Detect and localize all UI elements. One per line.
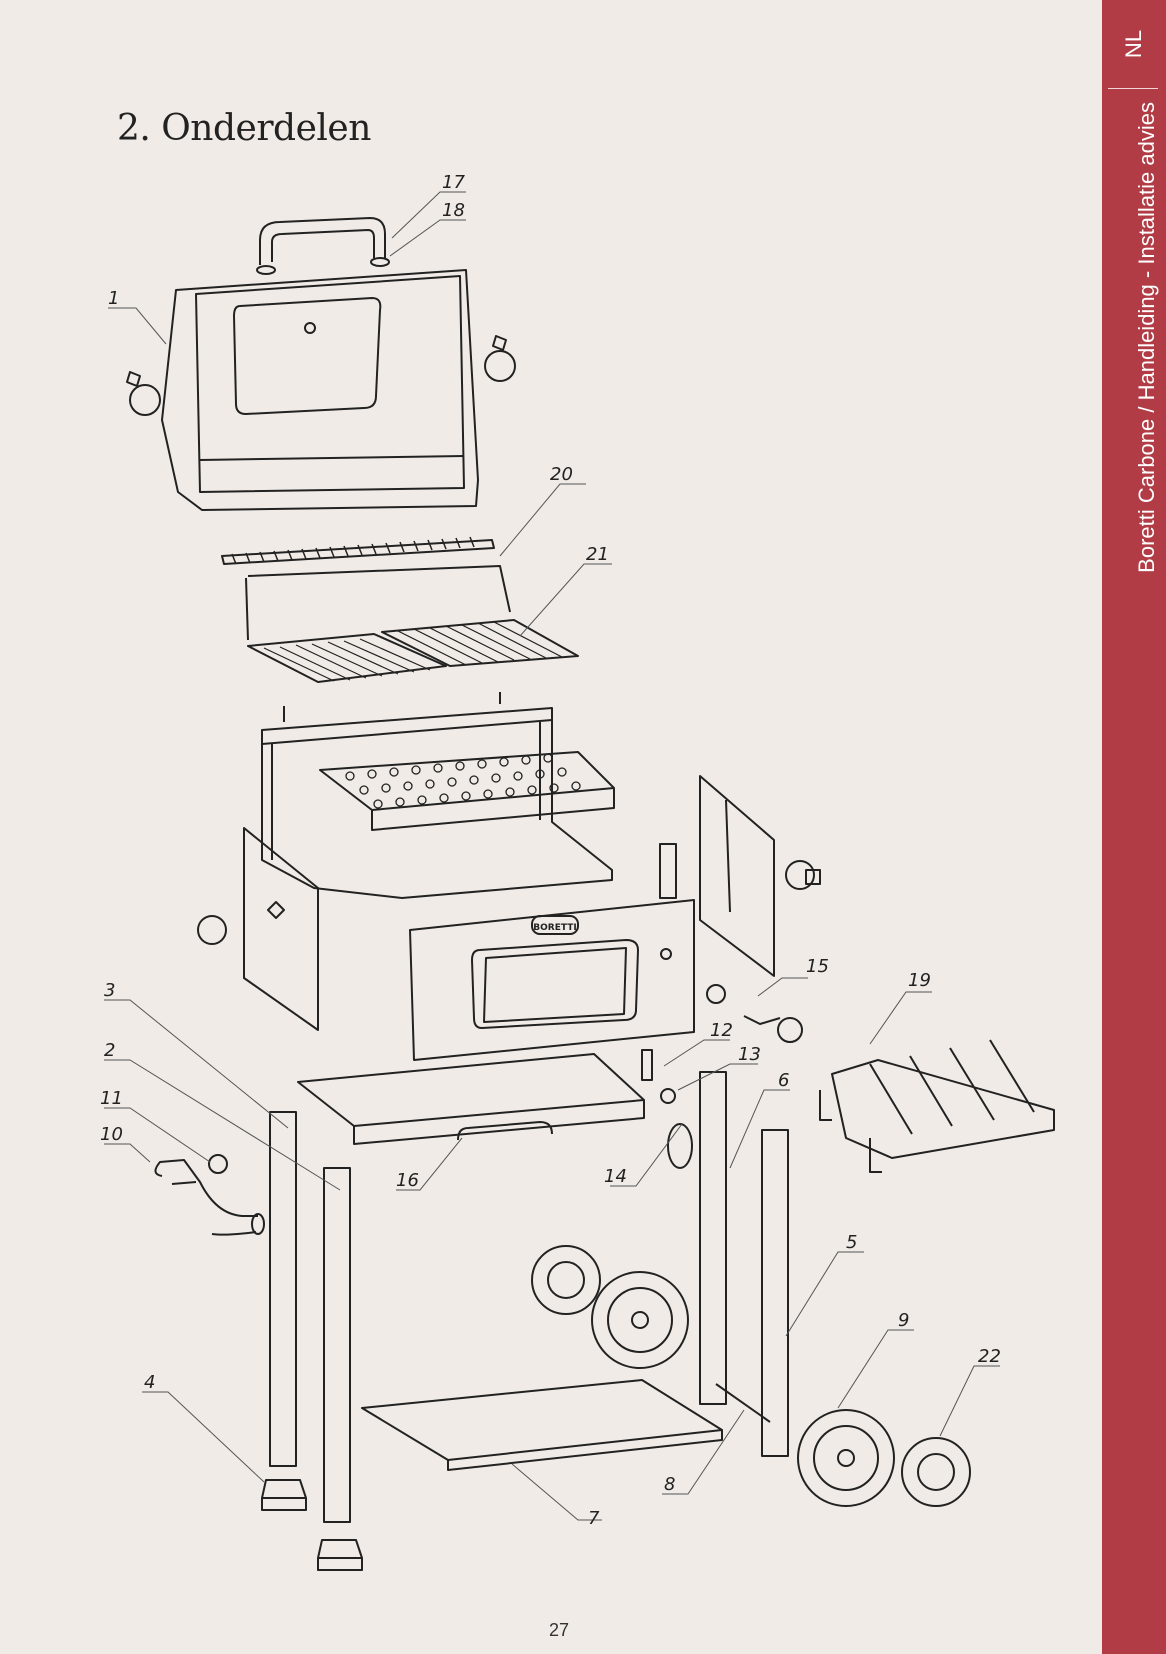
grill-grate-right: [381, 619, 579, 667]
bottom-shelf: [361, 1379, 723, 1461]
foot-left: [261, 1479, 307, 1499]
part-label-11: 11: [100, 1088, 123, 1109]
side-shelf: [831, 1059, 1055, 1159]
part-label-8: 8: [664, 1474, 675, 1495]
firebox: [261, 719, 613, 899]
left-side-panel: [243, 827, 319, 1031]
part-label-10: 10: [100, 1124, 123, 1145]
part-label-7: 7: [588, 1508, 600, 1529]
part-label-21: 21: [586, 544, 609, 565]
lid: [161, 269, 479, 511]
leg-back-right: [761, 1129, 789, 1457]
part-label-12: 12: [710, 1020, 733, 1041]
sidebar-document-title: Boretti Carbone / Handleiding - Installa…: [1134, 102, 1159, 573]
brand-badge: BORETTI: [533, 923, 576, 933]
part-label-17: 17: [442, 172, 465, 193]
part-label-1: 1: [108, 288, 119, 309]
exploded-parts-diagram: 17 18 1 20 21 15 19 12 13 6 14 16 3 2 11…: [100, 172, 1055, 1571]
page-number: 27: [549, 1620, 570, 1640]
right-side-panel: [699, 775, 775, 977]
sidebar-band: [1102, 0, 1166, 1654]
ash-tray: [297, 1053, 645, 1127]
part-label-16: 16: [396, 1170, 419, 1191]
part-label-2: 2: [104, 1040, 115, 1061]
grill-grate-left: [247, 633, 447, 683]
part-label-20: 20: [550, 464, 573, 485]
part-label-22: 22: [978, 1346, 1001, 1367]
language-tab: NL: [1102, 0, 1166, 88]
page-title: 2. Onderdelen: [117, 108, 371, 149]
leg-front-right: [699, 1071, 727, 1405]
charcoal-tray: [319, 751, 615, 811]
part-label-3: 3: [104, 980, 115, 1001]
part-label-4: 4: [144, 1372, 155, 1393]
part-label-18: 18: [442, 200, 465, 221]
part-label-5: 5: [846, 1232, 857, 1253]
wheel-left: [591, 1271, 689, 1369]
part-label-6: 6: [778, 1070, 789, 1091]
part-label-15: 15: [806, 956, 829, 977]
brand-badge-frame: [531, 915, 579, 935]
foot-right: [317, 1539, 363, 1559]
part-label-19: 19: [908, 970, 931, 991]
leg-back-left: [323, 1167, 351, 1523]
leg-front-left: [269, 1111, 297, 1467]
part-label-14: 14: [604, 1166, 627, 1187]
hubcap-right: [901, 1437, 971, 1507]
side-handle: [154, 1159, 258, 1217]
sidebar-divider: [1108, 88, 1158, 89]
lid-handle: [259, 217, 386, 265]
part-label-9: 9: [898, 1310, 909, 1331]
language-label: NL: [1121, 29, 1146, 59]
hubcap-left: [531, 1245, 601, 1315]
front-door: [409, 899, 695, 1061]
wheel-right: [797, 1409, 895, 1507]
part-label-13: 13: [738, 1044, 761, 1065]
